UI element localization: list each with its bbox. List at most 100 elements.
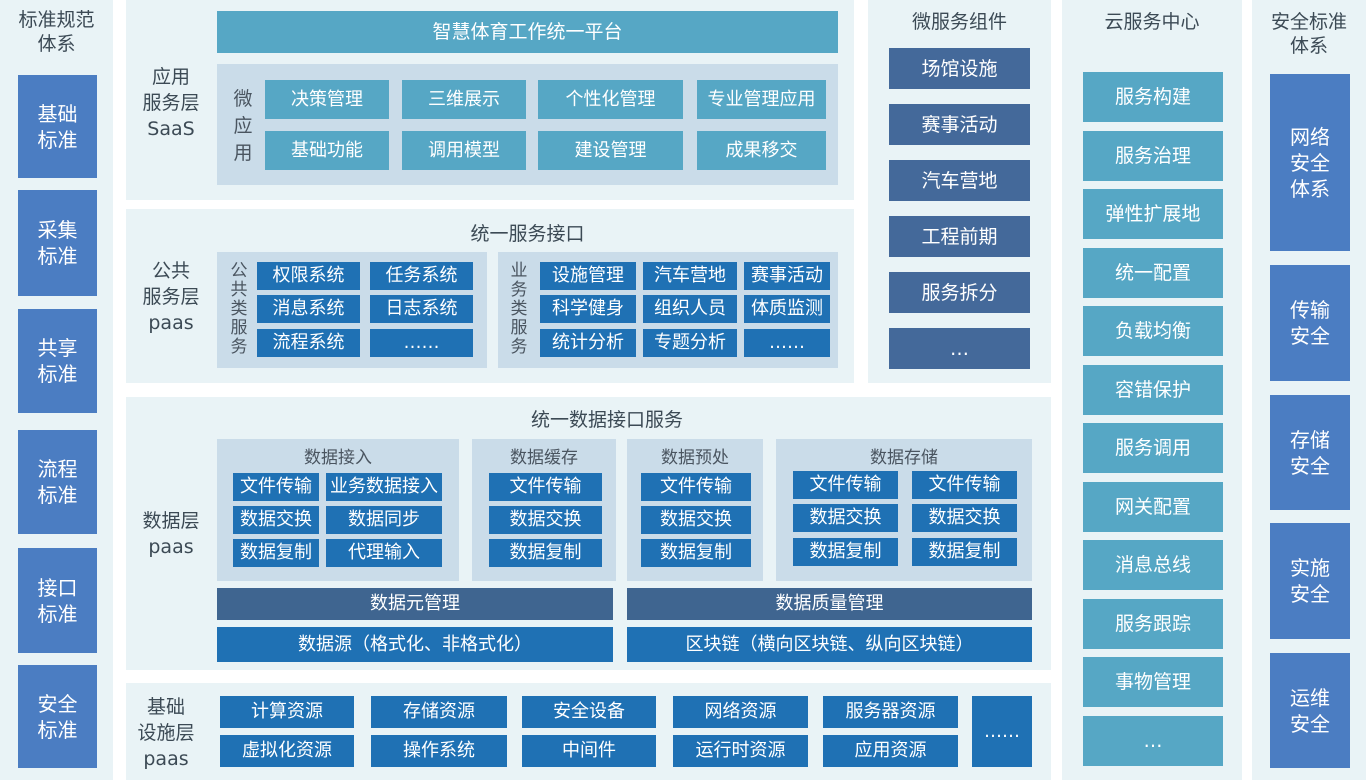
biz-service-label: 业 务 类 服 务 [510, 261, 528, 357]
app-3d[interactable]: 三维展示 [402, 80, 526, 119]
svc-flow[interactable]: 流程系统 [257, 329, 360, 357]
svc-permission[interactable]: 权限系统 [257, 262, 360, 290]
standard-interface[interactable]: 接口 标准 [18, 548, 97, 653]
standards-title: 标准规范 体系 [18, 9, 95, 55]
common-service-label: 公 共 类 服 务 [230, 261, 248, 357]
sec-ops[interactable]: 运维 安全 [1270, 653, 1350, 768]
biz-event[interactable]: 赛事活动 [744, 262, 830, 290]
micro-split[interactable]: 服务拆分 [889, 272, 1030, 313]
access-copy[interactable]: 数据复制 [233, 539, 319, 567]
infra-runtime[interactable]: 运行时资源 [673, 735, 808, 767]
cloud-fault[interactable]: 容错保护 [1083, 365, 1223, 415]
infra-server[interactable]: 服务器资源 [823, 696, 958, 728]
data-access-title: 数据接入 [304, 448, 372, 468]
platform-banner[interactable]: 智慧体育工作统一平台 [217, 11, 838, 53]
infra-app[interactable]: 应用资源 [823, 735, 958, 767]
data-label: 数据层 paas [142, 510, 200, 558]
cloud-elastic[interactable]: 弹性扩展地 [1083, 189, 1223, 239]
biz-fitness[interactable]: 科学健身 [540, 295, 636, 323]
svc-log[interactable]: 日志系统 [370, 295, 473, 323]
app-personal[interactable]: 个性化管理 [538, 80, 683, 119]
biz-topic[interactable]: 专题分析 [643, 329, 737, 357]
biz-staff[interactable]: 组织人员 [643, 295, 737, 323]
public-title: 统一服务接口 [470, 223, 585, 245]
cloud-call[interactable]: 服务调用 [1083, 423, 1223, 473]
cache-file[interactable]: 文件传输 [489, 473, 602, 501]
svc-more[interactable]: …… [370, 329, 473, 357]
sec-implement[interactable]: 实施 安全 [1270, 523, 1350, 639]
cloud-govern[interactable]: 服务治理 [1083, 131, 1223, 181]
data-meta-bar[interactable]: 数据元管理 [217, 588, 613, 620]
cloud-title: 云服务中心 [1104, 11, 1200, 33]
infra-network[interactable]: 网络资源 [673, 696, 808, 728]
micro-event[interactable]: 赛事活动 [889, 104, 1030, 145]
biz-more[interactable]: …… [744, 329, 830, 357]
data-quality-bar[interactable]: 数据质量管理 [627, 588, 1032, 620]
micro-service-title: 微服务组件 [911, 11, 1007, 33]
access-sync[interactable]: 数据同步 [326, 506, 442, 534]
access-proxy[interactable]: 代理输入 [326, 539, 442, 567]
pre-copy[interactable]: 数据复制 [641, 539, 751, 567]
store-copy-b[interactable]: 数据复制 [912, 538, 1017, 566]
pre-file[interactable]: 文件传输 [641, 473, 751, 501]
biz-physique[interactable]: 体质监测 [744, 295, 830, 323]
micro-more[interactable]: … [889, 328, 1030, 369]
store-file-b[interactable]: 文件传输 [912, 471, 1017, 499]
cloud-trace[interactable]: 服务跟踪 [1083, 599, 1223, 649]
data-cache-title: 数据缓存 [510, 448, 578, 468]
cloud-bus[interactable]: 消息总线 [1083, 540, 1223, 590]
saas-label: 应用 服务层 SaaS [142, 66, 200, 140]
standard-collect[interactable]: 采集 标准 [18, 190, 97, 296]
app-transfer[interactable]: 成果移交 [697, 131, 826, 170]
standard-share[interactable]: 共享 标准 [18, 309, 97, 413]
biz-stats[interactable]: 统计分析 [540, 329, 636, 357]
sec-storage[interactable]: 存储 安全 [1270, 395, 1350, 510]
cloud-config[interactable]: 统一配置 [1083, 248, 1223, 298]
sec-network[interactable]: 网络 安全 体系 [1270, 74, 1350, 251]
access-exchange[interactable]: 数据交换 [233, 506, 319, 534]
infra-virtual[interactable]: 虚拟化资源 [220, 735, 354, 767]
access-file[interactable]: 文件传输 [233, 473, 319, 501]
store-copy-a[interactable]: 数据复制 [793, 538, 898, 566]
store-exchange-b[interactable]: 数据交换 [912, 504, 1017, 532]
access-biz[interactable]: 业务数据接入 [326, 473, 442, 501]
standard-process[interactable]: 流程 标准 [18, 430, 97, 534]
infra-storage[interactable]: 存储资源 [371, 696, 507, 728]
public-label: 公共 服务层 paas [142, 260, 200, 334]
store-exchange-a[interactable]: 数据交换 [793, 504, 898, 532]
cache-exchange[interactable]: 数据交换 [489, 506, 602, 534]
app-basic[interactable]: 基础功能 [265, 131, 389, 170]
blockchain-bar[interactable]: 区块链（横向区块链、纵向区块链） [627, 627, 1032, 662]
app-build[interactable]: 建设管理 [538, 131, 683, 170]
cloud-gateway[interactable]: 网关配置 [1083, 482, 1223, 532]
svc-task[interactable]: 任务系统 [370, 262, 473, 290]
infra-more[interactable]: …… [972, 696, 1032, 767]
app-decision[interactable]: 决策管理 [265, 80, 389, 119]
standard-security[interactable]: 安全 标准 [18, 665, 97, 768]
micro-camp[interactable]: 汽车营地 [889, 160, 1030, 201]
biz-facility[interactable]: 设施管理 [540, 262, 636, 290]
sec-transfer[interactable]: 传输 安全 [1270, 265, 1350, 381]
cloud-more[interactable]: … [1083, 716, 1223, 766]
micro-project[interactable]: 工程前期 [889, 216, 1030, 257]
infra-security[interactable]: 安全设备 [522, 696, 656, 728]
data-title: 统一数据接口服务 [530, 409, 683, 431]
security-title: 安全标准 体系 [1270, 11, 1347, 57]
biz-camp[interactable]: 汽车营地 [643, 262, 737, 290]
infra-middleware[interactable]: 中间件 [522, 735, 656, 767]
infra-compute[interactable]: 计算资源 [220, 696, 354, 728]
data-store-title: 数据存储 [870, 448, 938, 468]
standard-basic[interactable]: 基础 标准 [18, 75, 97, 178]
pre-exchange[interactable]: 数据交换 [641, 506, 751, 534]
svc-message[interactable]: 消息系统 [257, 295, 360, 323]
cache-copy[interactable]: 数据复制 [489, 539, 602, 567]
app-pro[interactable]: 专业管理应用 [697, 80, 826, 119]
app-model[interactable]: 调用模型 [402, 131, 526, 170]
data-source-bar[interactable]: 数据源（格式化、非格式化） [217, 627, 613, 662]
store-file-a[interactable]: 文件传输 [793, 471, 898, 499]
cloud-build[interactable]: 服务构建 [1083, 72, 1223, 122]
cloud-balance[interactable]: 负载均衡 [1083, 306, 1223, 356]
infra-os[interactable]: 操作系统 [371, 735, 507, 767]
cloud-transaction[interactable]: 事物管理 [1083, 657, 1223, 707]
micro-venue[interactable]: 场馆设施 [889, 48, 1030, 89]
